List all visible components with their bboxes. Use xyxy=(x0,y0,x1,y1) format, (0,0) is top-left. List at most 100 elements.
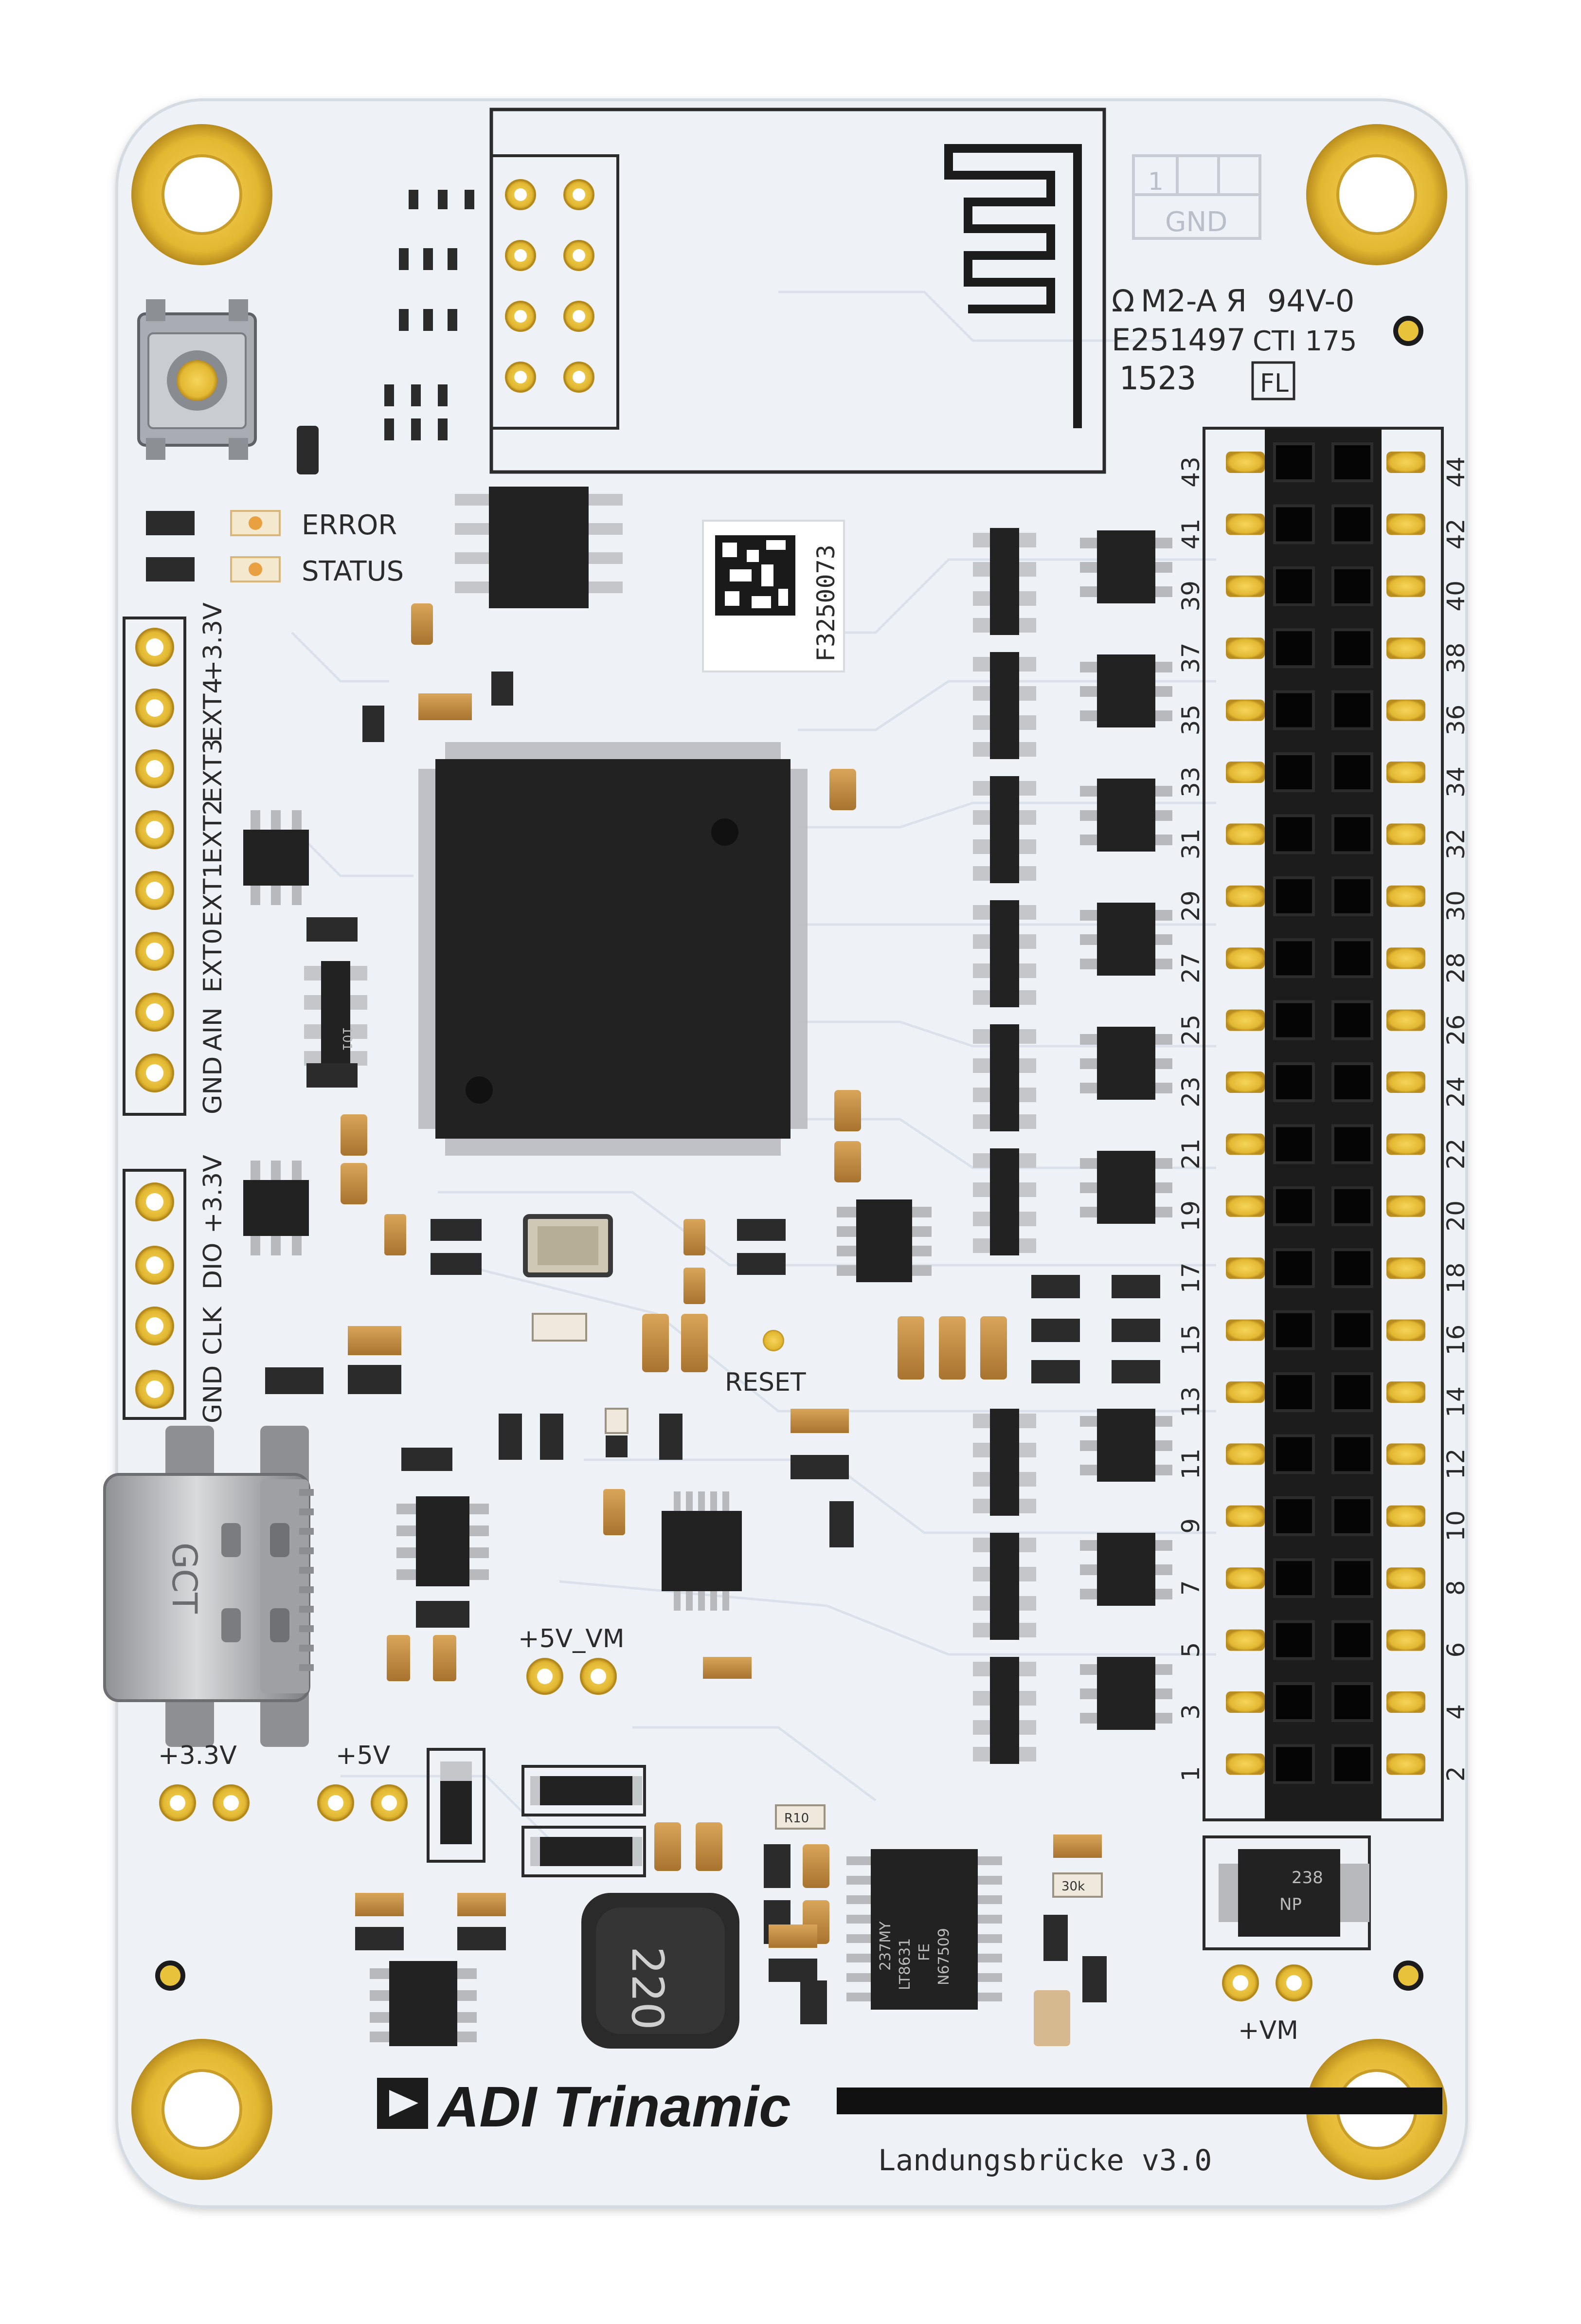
resistor-code-left: 101 xyxy=(340,1027,354,1051)
header-socket-hole xyxy=(1331,876,1373,916)
header-socket-hole xyxy=(1331,938,1373,979)
header-socket-hole xyxy=(1331,442,1373,482)
pin-number-even: 2 xyxy=(1442,1766,1470,1781)
reset-label: RESET xyxy=(725,1368,806,1397)
header-pin-pad xyxy=(1226,575,1265,597)
header-pin-pad xyxy=(1386,1133,1425,1155)
header-socket-hole xyxy=(1331,690,1373,730)
header-socket-hole xyxy=(1273,1248,1315,1289)
pin-number-even: 6 xyxy=(1442,1642,1470,1658)
pin-number-even: 44 xyxy=(1442,456,1470,488)
header-socket-hole xyxy=(1273,628,1315,669)
wifi-connector-pads xyxy=(505,179,594,393)
pin-number-odd: 37 xyxy=(1177,642,1205,673)
plusvm-pads[interactable] xyxy=(1222,1964,1312,2001)
header-pin-pad xyxy=(1386,1753,1425,1775)
plus3v3-pads[interactable] xyxy=(159,1784,250,1821)
header-socket-hole xyxy=(1331,1496,1373,1536)
header-pin-pad xyxy=(1386,1691,1425,1713)
header-pin-pad xyxy=(1226,699,1265,721)
status-led xyxy=(146,556,281,582)
pin-number-odd: 15 xyxy=(1177,1325,1205,1356)
header-pin-pad xyxy=(1226,1071,1265,1093)
fl-box xyxy=(1251,361,1295,400)
driver-chip-9 xyxy=(1080,1657,1172,1730)
pin-number-even: 32 xyxy=(1442,829,1470,860)
plus3v3-label: +3.3V xyxy=(158,1741,237,1770)
reset-test-point[interactable] xyxy=(763,1330,784,1351)
main-connector-44pin[interactable] xyxy=(1203,427,1444,1821)
pin-label-ain: AIN xyxy=(198,1007,228,1051)
diode-np: NP xyxy=(1279,1895,1302,1914)
pin-number-odd: 43 xyxy=(1177,456,1205,488)
pin-number-odd: 9 xyxy=(1177,1518,1205,1534)
header-pin-pad xyxy=(1226,1009,1265,1031)
header-pin-pad xyxy=(1226,1753,1265,1775)
header-socket-hole xyxy=(1331,1124,1373,1164)
plusvm-label: +VM xyxy=(1238,2016,1298,2045)
pin-number-odd: 5 xyxy=(1177,1642,1205,1658)
pin-number-even: 14 xyxy=(1442,1386,1470,1417)
header-pin-pad xyxy=(1226,1195,1265,1217)
header-pin-pad xyxy=(1386,1505,1425,1527)
header-pin-pad xyxy=(1226,762,1265,783)
pin-number-odd: 17 xyxy=(1177,1262,1205,1293)
ul-rating: 94V-0 xyxy=(1267,283,1355,319)
mounting-hole-top-right xyxy=(1306,124,1447,265)
diode-code: 238 xyxy=(1292,1868,1323,1888)
header-pin-pad xyxy=(1226,1257,1265,1279)
inductor-value: 220 xyxy=(622,1946,673,2030)
header-socket-hole xyxy=(1273,442,1315,482)
vm-protection-diode: 238 NP xyxy=(1203,1835,1371,1950)
pin-number-even: 4 xyxy=(1442,1704,1470,1720)
header-pin-pad xyxy=(1386,452,1425,473)
pin-label-ext0: EXT0 xyxy=(198,928,228,993)
pin-label-3v3-top: +3.3V xyxy=(198,602,228,681)
header-pin-pad xyxy=(1386,823,1425,845)
gnd-box-label: GND xyxy=(1165,206,1227,238)
soic8-chip-usb xyxy=(396,1496,489,1586)
header-socket-hole xyxy=(1331,628,1373,669)
mounting-hole-bottom-left xyxy=(131,2039,272,2180)
header-socket-hole xyxy=(1273,1310,1315,1350)
diode-horizontal-1 xyxy=(521,1765,646,1816)
pin-number-odd: 1 xyxy=(1177,1766,1205,1781)
fiducial-marks xyxy=(155,316,1423,1991)
pin-number-odd: 11 xyxy=(1177,1449,1205,1480)
pin-number-even: 20 xyxy=(1442,1200,1470,1232)
header-socket-hole xyxy=(1273,1434,1315,1474)
header-socket-hole xyxy=(1273,1558,1315,1598)
header-socket-hole xyxy=(1273,1372,1315,1412)
usb-c-connector[interactable]: GCT xyxy=(103,1426,314,1747)
resistor-array-r1 xyxy=(973,528,1036,635)
header-socket-hole xyxy=(1273,1620,1315,1660)
reset-tact-switch[interactable] xyxy=(137,299,257,460)
resistor-array-r7 xyxy=(973,1409,1036,1516)
pin-label-ext2: EXT2 xyxy=(198,799,228,864)
header-pin-pad xyxy=(1226,513,1265,535)
plus5v-pads[interactable] xyxy=(317,1784,408,1821)
header-socket-hole xyxy=(1331,1062,1373,1102)
plus5v-label: +5V xyxy=(336,1741,391,1770)
header-socket-hole xyxy=(1273,504,1315,545)
header-pin-pad xyxy=(1226,885,1265,907)
header-pin-pad xyxy=(1226,1505,1265,1527)
power-inductor: 220 xyxy=(581,1893,739,2049)
left-header-4pin xyxy=(123,1169,186,1420)
driver-chip-1 xyxy=(1080,530,1172,603)
header-socket-hole xyxy=(1273,876,1315,916)
header-socket-hole xyxy=(1273,1062,1315,1102)
ic-marking-line2: LT8631 xyxy=(897,1938,914,1990)
antenna-trace xyxy=(944,144,1082,428)
soic8-chip-bottom-left xyxy=(370,1961,477,2046)
ic-marking-line4: N67509 xyxy=(935,1928,952,1985)
plus5v-vm-pads[interactable] xyxy=(526,1658,617,1695)
diode-horizontal-2 xyxy=(521,1826,646,1877)
smd-passives-top xyxy=(384,190,474,440)
ic-marking-line1: 237MY xyxy=(877,1921,894,1971)
left-header-8pin-labels: GND AIN EXT0 EXT1 EXT2 EXT3 EXT4 +3.3V xyxy=(198,602,228,1114)
driver-chip-4 xyxy=(1080,903,1172,976)
header-pin-pad xyxy=(1386,699,1425,721)
